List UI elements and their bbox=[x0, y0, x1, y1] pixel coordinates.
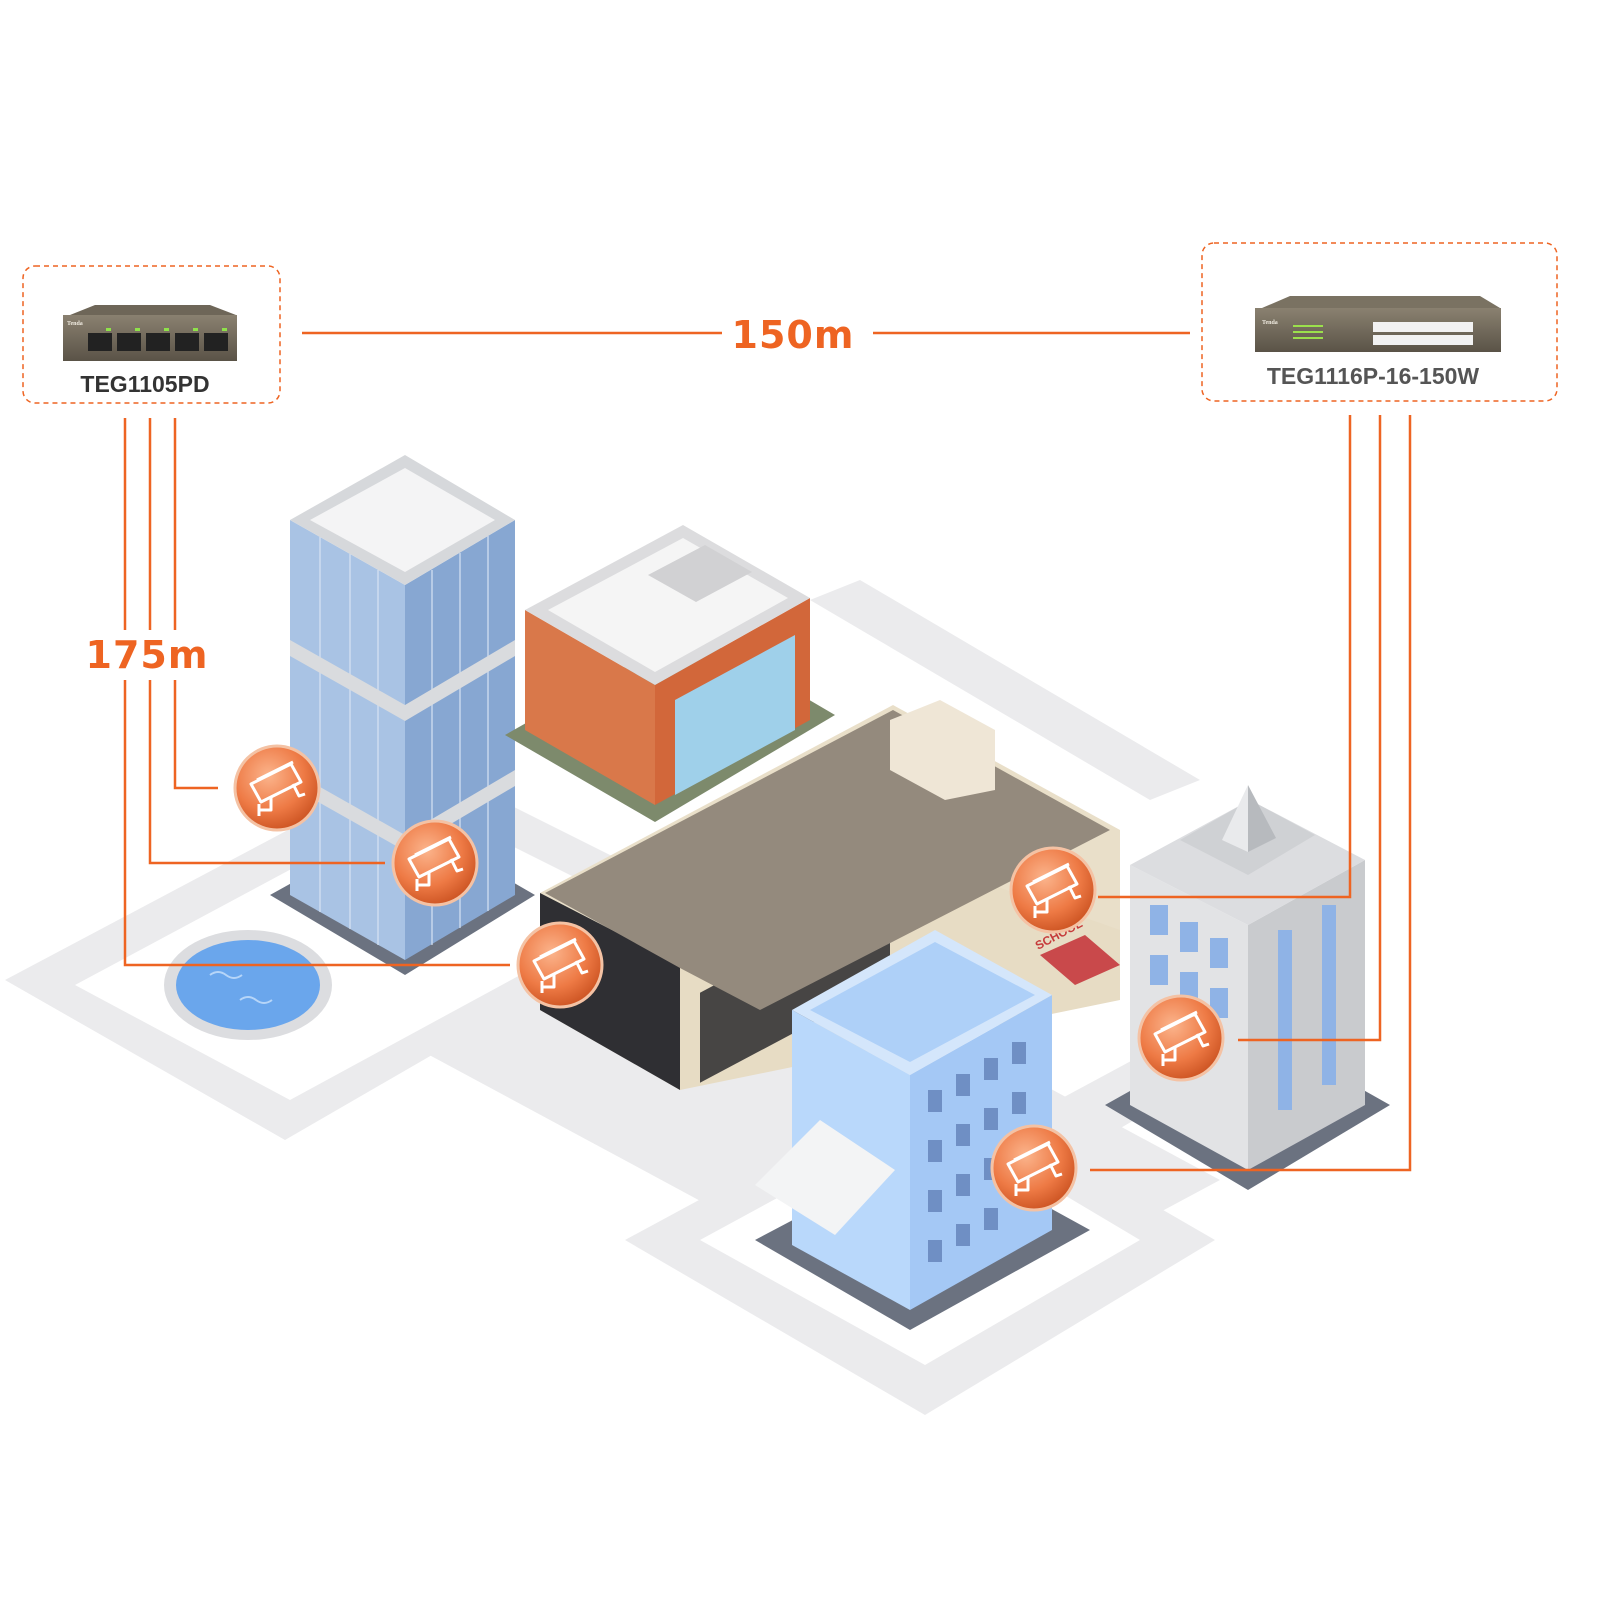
cctv-camera-icon bbox=[1009, 846, 1097, 934]
switch-model-right: TEG1116P-16-150W bbox=[1267, 363, 1480, 389]
cctv-camera-icon bbox=[1137, 994, 1225, 1082]
orange-building bbox=[505, 525, 835, 822]
switch-brand-left: Tenda bbox=[67, 321, 83, 327]
camera-4 bbox=[1009, 846, 1097, 934]
camera-6 bbox=[990, 1124, 1078, 1212]
gray-tower bbox=[1105, 785, 1390, 1190]
switch-teg1105pd: Tenda TEG1105PD bbox=[22, 265, 281, 404]
camera-1 bbox=[233, 744, 321, 832]
camera-3 bbox=[516, 921, 604, 1009]
camera-2 bbox=[391, 819, 479, 907]
cctv-camera-icon bbox=[391, 819, 479, 907]
school-canopy bbox=[1040, 935, 1120, 985]
switch-teg1116p: Tenda TEG1116P-16-150W bbox=[1201, 242, 1558, 402]
pool-water bbox=[176, 940, 320, 1030]
switch-model-left: TEG1105PD bbox=[80, 371, 209, 397]
glass-tower bbox=[270, 455, 535, 975]
cable-lines bbox=[123, 331, 1412, 1172]
cctv-camera-icon bbox=[990, 1124, 1078, 1212]
awning bbox=[755, 1120, 895, 1235]
cctv-camera-icon bbox=[233, 744, 321, 832]
distance-label-150m: 150m bbox=[732, 313, 855, 357]
switch-brand-right: Tenda bbox=[1262, 320, 1278, 326]
camera-5 bbox=[1137, 994, 1225, 1082]
pool-ripples bbox=[209, 971, 273, 1004]
cctv-camera-icon bbox=[516, 921, 604, 1009]
distance-label-175m: 175m bbox=[86, 633, 209, 677]
